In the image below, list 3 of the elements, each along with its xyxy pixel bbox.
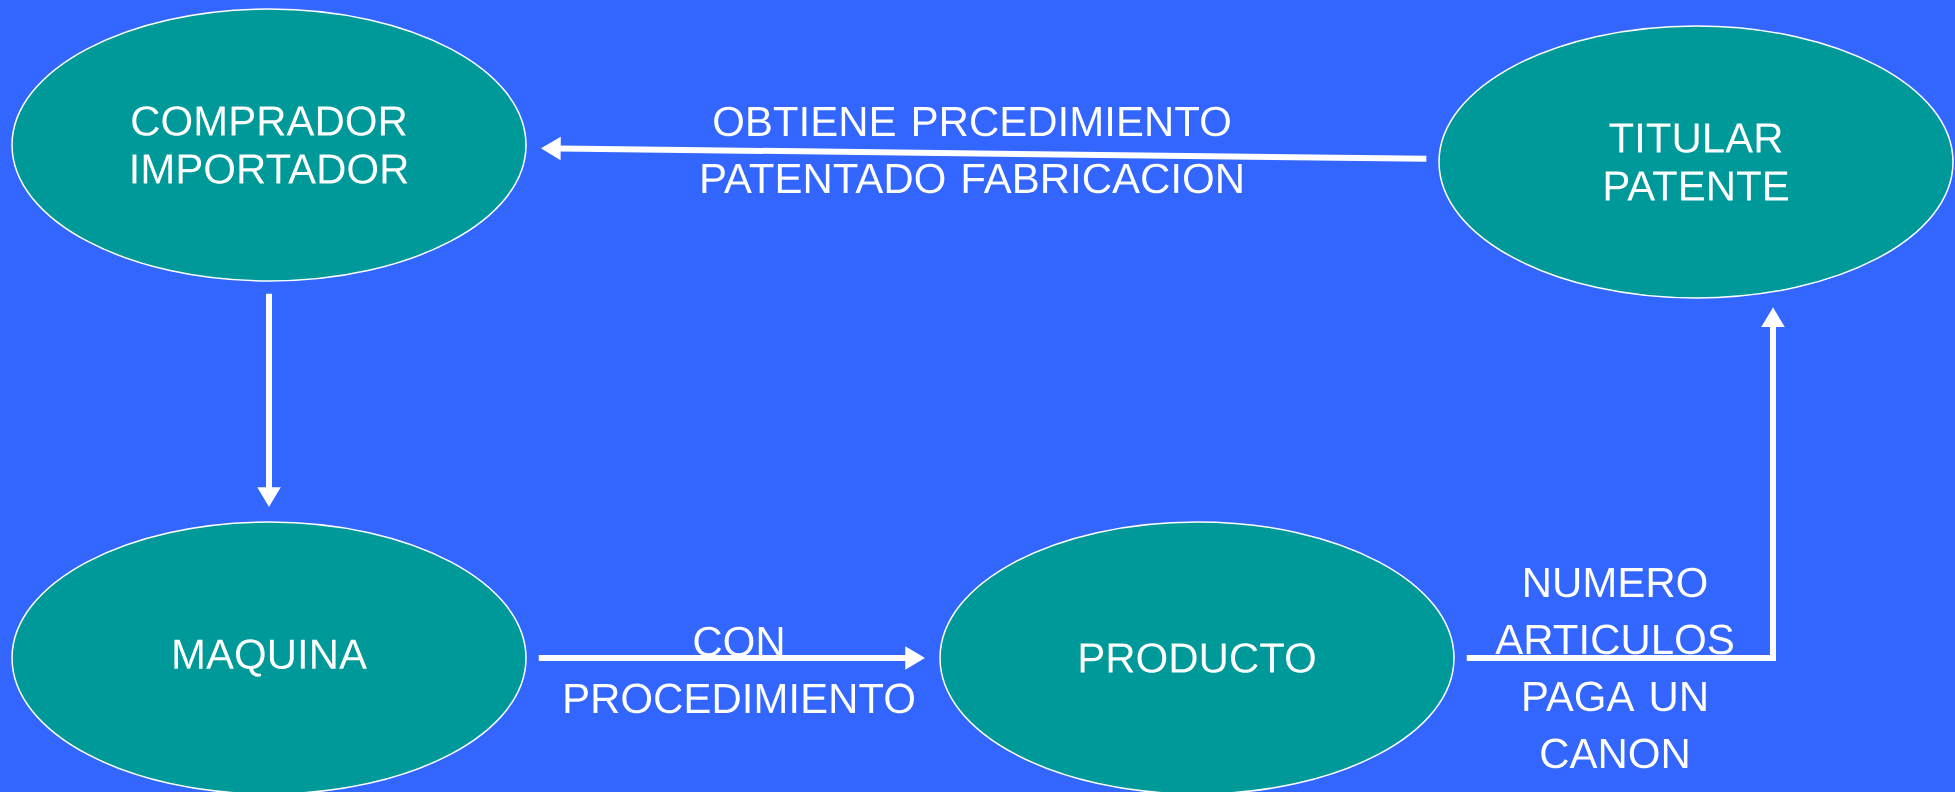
edge-label: OBTIENE PRCEDIMIENTO PATENTADO FABRICACION — [702, 106, 1242, 194]
edge-label: CON PROCEDIMIENTO — [565, 626, 914, 714]
edge-label: NUMERO ARTICULOS PAGA UN CANON — [1495, 567, 1733, 769]
